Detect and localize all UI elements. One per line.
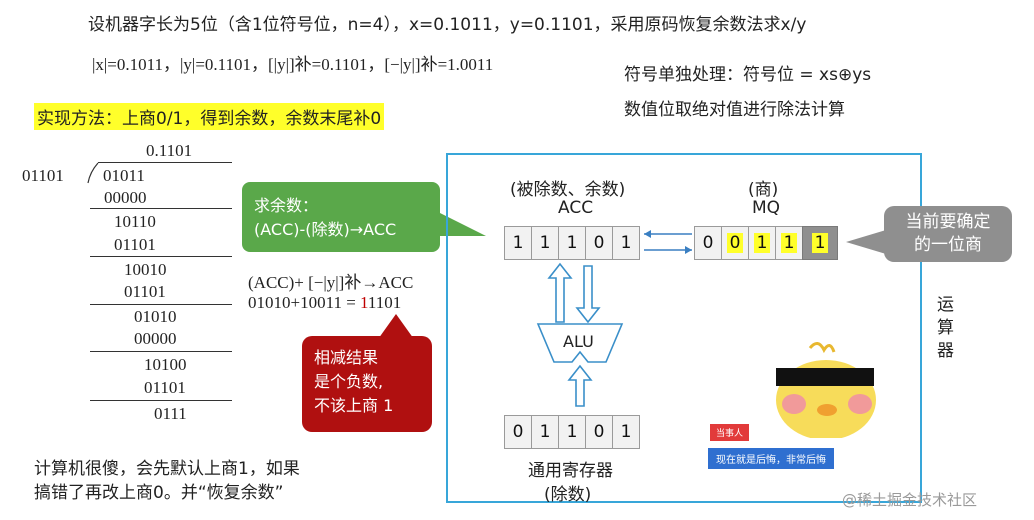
divisor: 01101 — [22, 166, 64, 185]
register-bit: 0 — [585, 415, 613, 449]
sign-rule-text: 符号单独处理：符号位 = xs⊕ys — [624, 65, 872, 85]
formula-sum: 01010+10011 = — [248, 293, 361, 312]
current-bit-callout-line: 当前要确定 — [905, 212, 991, 232]
negative-callout-line: 相减结果 — [314, 348, 379, 367]
acc-caption: (被除数、余数) — [510, 180, 626, 200]
mq-label: MQ — [752, 198, 781, 218]
formula-result: 1101 — [367, 293, 402, 312]
division-step: 01101 — [124, 282, 166, 301]
mq-bit-value: 1 — [753, 233, 771, 253]
acc-bit: 0 — [585, 226, 613, 260]
formula-line-2: 01010+10011 = 11101 — [248, 293, 401, 313]
register-bit: 1 — [531, 415, 559, 449]
division-rule — [90, 208, 232, 209]
problem-statement: 设机器字长为5位（含1位符号位，n=4），x=0.1011，y=0.1101，采… — [88, 15, 807, 35]
acc-bit: 1 — [558, 226, 586, 260]
division-step: 10110 — [114, 212, 156, 232]
mq-bit-value: 1 — [811, 233, 829, 253]
register-bit: 0 — [504, 415, 532, 449]
mq-caption: (商) — [748, 180, 779, 200]
bottom-note-line-1: 计算机很傻，会先默认上商1，如果 — [34, 459, 300, 479]
alu-unit — [536, 323, 624, 363]
current-bit-callout-pointer — [846, 230, 886, 254]
mq-bit: 1 — [775, 226, 803, 260]
acc-bit: 1 — [504, 226, 532, 260]
division-rule — [90, 304, 232, 305]
division-step: 00000 — [104, 188, 147, 207]
arithmetic-unit-label: 运 算 器 — [937, 294, 957, 363]
absolute-values-line: |x|=0.1011，|y|=0.1101，[|y|]补=0.1101，[−|y… — [92, 55, 494, 74]
division-step: 10010 — [124, 260, 167, 279]
side-label-char: 运 — [937, 295, 954, 315]
division-step-text: 10110 — [114, 212, 156, 231]
register-alu-arrow — [567, 364, 593, 407]
mq-bit: 0 — [694, 226, 722, 260]
remainder-callout-pointer — [438, 212, 486, 236]
quotient-bar — [98, 162, 232, 163]
remainder-callout-text: (ACC)-(除数)→ACC — [254, 220, 397, 239]
mq-bit-value: 1 — [780, 233, 798, 253]
acc-bit: 1 — [531, 226, 559, 260]
mq-bit: 0 — [721, 226, 749, 260]
register-bit: 1 — [558, 415, 586, 449]
bottom-note-line-2: 搞错了再改上商0。并“恢复余数” — [34, 483, 284, 503]
remainder-callout: 求余数： (ACC)-(除数)→ACC — [242, 182, 440, 252]
register-bit: 1 — [612, 415, 640, 449]
mq-current-bit: 1 — [802, 226, 838, 260]
remainder-callout-title: 求余数： — [254, 196, 319, 215]
division-step: 01101 — [144, 378, 186, 397]
sticker-tag: 当事人 — [710, 424, 750, 441]
register-subcaption: (除数) — [544, 485, 592, 505]
formula-line-1: (ACC)+ [−|y|]补→ACC — [248, 273, 414, 292]
side-label-char: 算 — [937, 318, 954, 338]
division-step: 00000 — [134, 329, 177, 348]
negative-callout-pointer — [376, 314, 416, 342]
division-bracket — [87, 162, 99, 184]
mq-bit: 1 — [748, 226, 776, 260]
side-label-char: 器 — [937, 341, 954, 361]
acc-label: ACC — [558, 198, 594, 218]
division-rule — [90, 351, 232, 352]
magnitude-rule: 数值位取绝对值进行除法计算 — [624, 100, 845, 120]
negative-result-callout: 相减结果 是个负数, 不该上商 1 — [302, 336, 432, 432]
current-bit-callout-line: 的一位商 — [914, 235, 982, 255]
alu-label: ALU — [563, 332, 594, 351]
dividend: 01011 — [103, 166, 145, 185]
current-bit-callout: 当前要确定 的一位商 — [884, 206, 1012, 262]
watermark: @稀土掘金技术社区 — [842, 491, 978, 509]
sign-rule: 符号单独处理：符号位 = xs⊕ys — [624, 60, 871, 85]
register-caption: 通用寄存器 — [528, 461, 613, 481]
division-step: 0111 — [154, 404, 187, 423]
division-step: 01010 — [134, 307, 177, 326]
mq-bit-value: 0 — [702, 233, 714, 253]
sticker-caption: 现在就是后悔，非常后悔 — [708, 448, 834, 469]
division-step: 01101 — [114, 235, 156, 254]
division-rule — [90, 256, 232, 257]
alu-panel — [446, 153, 922, 503]
shift-arrows — [644, 230, 692, 254]
method-banner: 实现方法：上商0/1，得到余数，余数末尾补0 — [34, 103, 385, 130]
division-step: 10100 — [144, 355, 187, 374]
division-rule — [90, 400, 232, 401]
negative-callout-line: 是个负数, — [314, 372, 384, 391]
acc-bit: 1 — [612, 226, 640, 260]
acc-alu-arrows — [547, 262, 601, 324]
duck-sticker — [776, 342, 876, 438]
quotient: 0.1101 — [146, 141, 193, 160]
formula-sign-bit: 1 — [360, 293, 368, 312]
mq-bit-value: 0 — [726, 233, 744, 253]
negative-callout-line: 不该上商 1 — [314, 396, 394, 415]
